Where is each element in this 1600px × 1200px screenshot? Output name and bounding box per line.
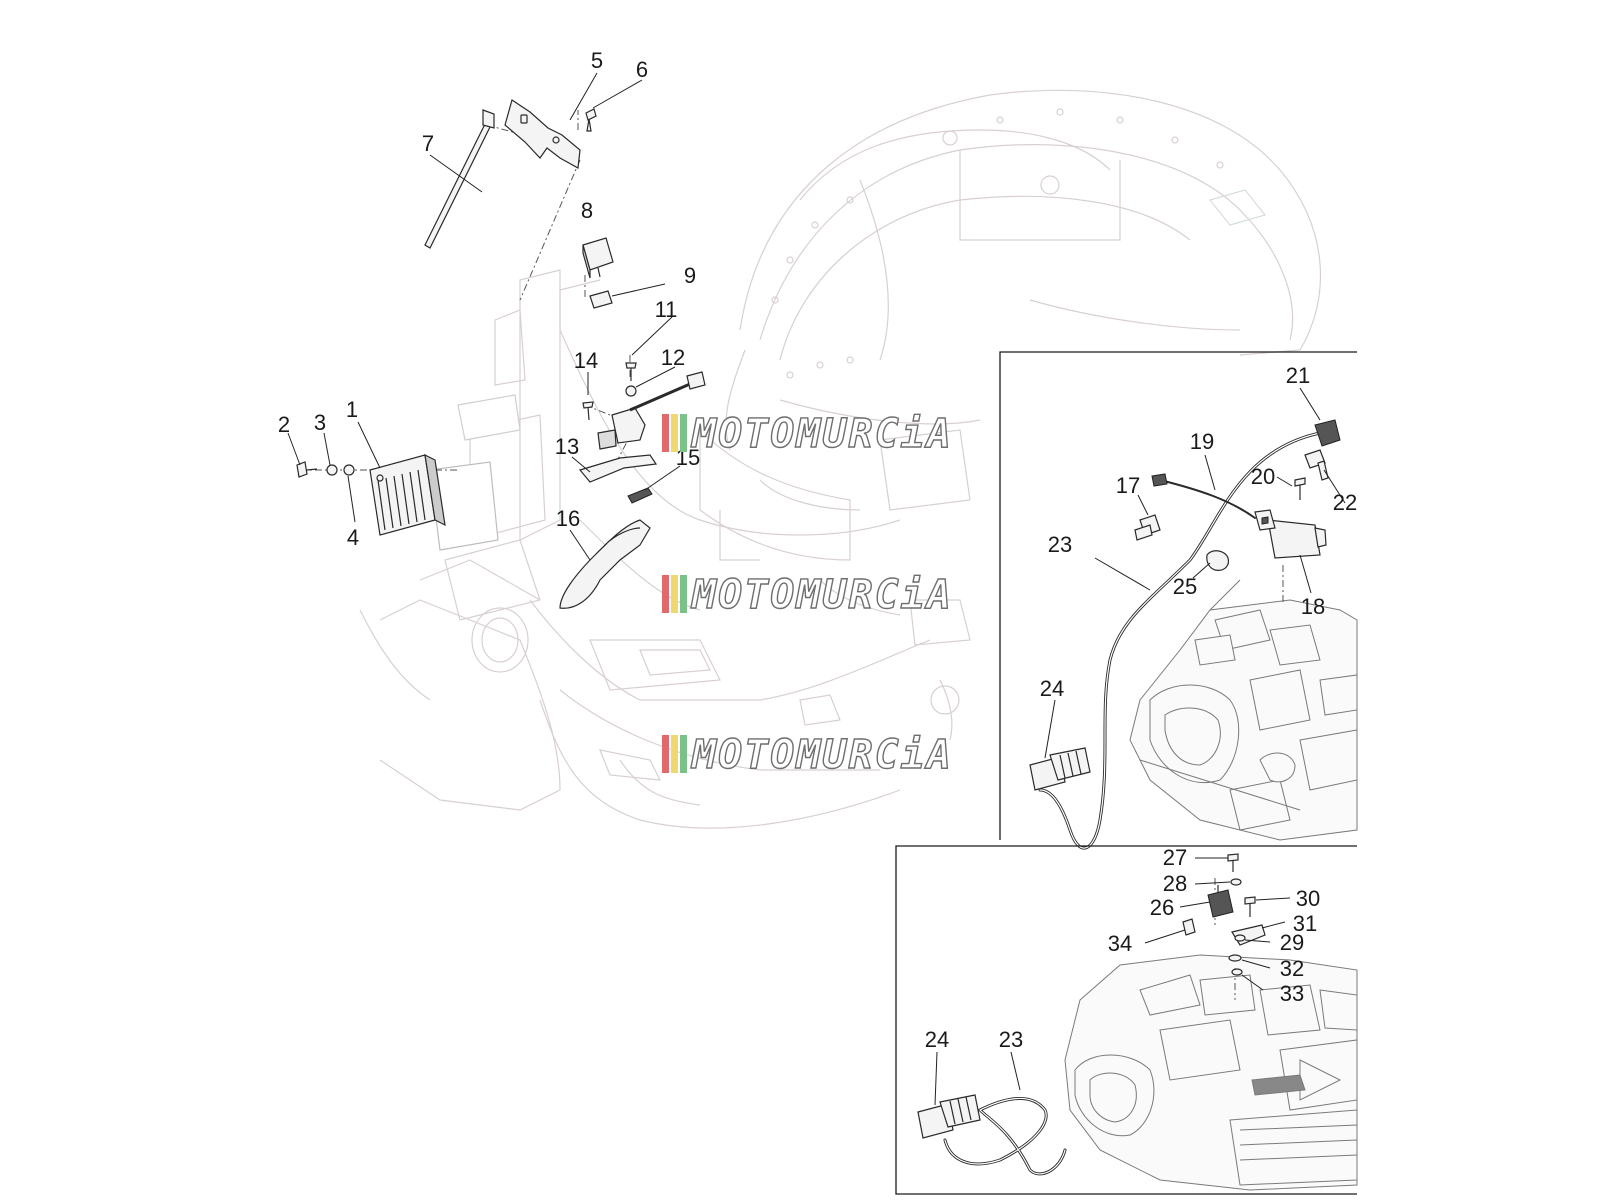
bracket (1231, 924, 1266, 946)
headset-column (429, 269, 561, 621)
mounting-bracket (504, 99, 581, 169)
screw (625, 362, 637, 381)
spark-plug-cap (1314, 419, 1341, 447)
o-ring (1231, 968, 1243, 976)
callout-20: 20 (1251, 464, 1275, 489)
watermark-stripe-red (662, 575, 669, 613)
washer (326, 464, 338, 476)
leader-lines-main (287, 72, 681, 561)
callout-11: 11 (655, 297, 678, 322)
callout-8: 8 (581, 198, 593, 223)
washer (1230, 878, 1242, 886)
callout-12: 12 (661, 345, 685, 370)
callout-21: 21 (1286, 363, 1310, 388)
callout-33: 33 (1280, 981, 1304, 1006)
support-plate (578, 454, 658, 483)
callout-28: 28 (1163, 871, 1187, 896)
watermark-2: MOTOMURCiA (662, 571, 953, 619)
bolt (296, 461, 318, 478)
callout-26: 26 (1150, 895, 1174, 920)
callout-23-lower: 23 (999, 1027, 1023, 1052)
bolt (1294, 477, 1306, 500)
watermark-text: MOTOMURCiA (690, 732, 953, 778)
callout-13: 13 (555, 434, 579, 459)
callout-30: 30 (1296, 886, 1320, 911)
callout-19: 19 (1190, 429, 1214, 454)
connector-cap (1304, 449, 1329, 481)
callout-14: 14 (574, 348, 598, 373)
screw (585, 108, 597, 132)
watermark-stripe-green (680, 414, 687, 452)
callout-9: 9 (684, 263, 696, 288)
leader-lines-lower (934, 857, 1291, 1106)
callout-7: 7 (422, 131, 434, 156)
rubber-holder (589, 290, 613, 309)
callout-27: 27 (1163, 845, 1187, 870)
callout-24-lower: 24 (925, 1027, 949, 1052)
clip (1206, 550, 1230, 571)
callout-5: 5 (591, 48, 603, 73)
callout-16: 16 (556, 506, 580, 531)
watermark-text: MOTOMURCiA (690, 411, 953, 457)
sensor (1029, 747, 1091, 791)
watermark-stripe-red (662, 735, 669, 773)
callout-31: 31 (1293, 911, 1317, 936)
clip (627, 487, 653, 504)
callout-25: 25 (1173, 574, 1197, 599)
leader-lines-upper (1044, 387, 1346, 759)
watermark-3: MOTOMURCiA (662, 731, 953, 779)
inset-panel-lower: 23 24 26 27 28 29 30 31 32 33 34 (895, 845, 1358, 1195)
scooter-frame-outline (359, 89, 1321, 829)
o-ring (1228, 954, 1242, 962)
callout-1: 1 (346, 397, 358, 422)
washer (625, 385, 637, 397)
watermark-stripe-yellow (671, 735, 678, 773)
callout-2: 2 (278, 412, 290, 437)
callout-6: 6 (636, 57, 648, 82)
callout-17: 17 (1116, 473, 1140, 498)
sensor (917, 1094, 981, 1139)
callout-32: 32 (1280, 956, 1304, 981)
callout-29: 29 (1280, 930, 1304, 955)
watermark-stripe-green (680, 735, 687, 773)
pickup-sensor (597, 371, 706, 450)
ignition-coil (1254, 509, 1327, 559)
engine-block-upper (1129, 579, 1358, 841)
watermark-stripe-green (680, 575, 687, 613)
oil-pressure-switch (1207, 885, 1234, 918)
callouts-main: 1 2 3 4 5 6 7 8 9 11 12 13 14 15 16 (278, 48, 700, 550)
watermark-text: MOTOMURCiA (690, 572, 953, 618)
callouts-upper: 17 18 19 20 21 22 23 24 25 (1040, 363, 1357, 701)
voltage-regulator (369, 453, 446, 536)
callout-15: 15 (676, 445, 700, 470)
callout-24: 24 (1040, 676, 1064, 701)
washer (343, 464, 355, 476)
bolt (1227, 853, 1239, 872)
cable-tie (424, 109, 495, 249)
relay (582, 237, 614, 279)
inset-panel-upper: 17 18 19 20 21 22 23 24 25 (999, 351, 1358, 850)
watermark-1: MOTOMURCiA (662, 410, 953, 458)
side-cover (559, 519, 651, 609)
callout-18: 18 (1301, 594, 1325, 619)
callout-3: 3 (314, 410, 326, 435)
watermark-stripe-yellow (671, 575, 678, 613)
callout-34: 34 (1108, 931, 1132, 956)
callout-22: 22 (1333, 490, 1357, 515)
screw (582, 401, 594, 421)
watermark-stripe-red (662, 414, 669, 452)
watermark-stripe-yellow (671, 414, 678, 452)
engine-block-lower (1064, 954, 1358, 1191)
callout-4: 4 (347, 525, 359, 550)
callout-23: 23 (1048, 532, 1072, 557)
callouts-lower: 23 24 26 27 28 29 30 31 32 33 34 (925, 845, 1320, 1052)
connector (1182, 918, 1196, 936)
clip (1134, 514, 1161, 541)
bolt (1244, 896, 1256, 917)
